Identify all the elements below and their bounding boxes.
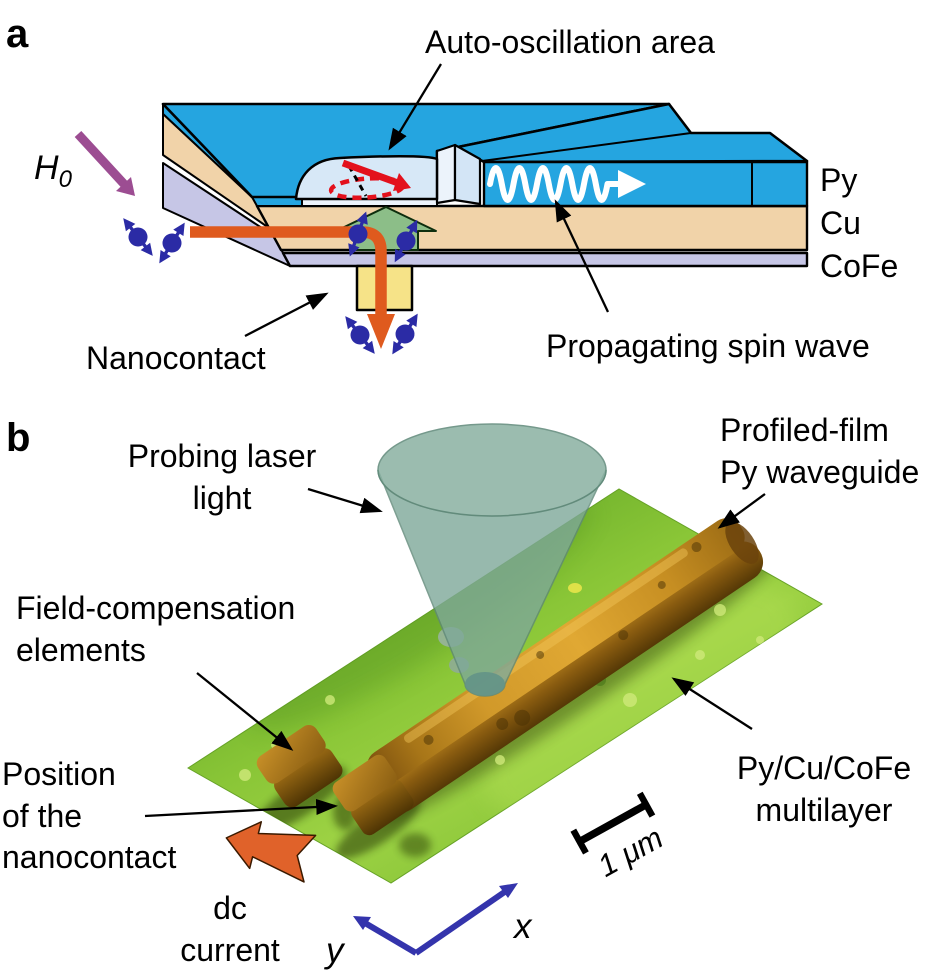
spin-icon	[394, 219, 418, 263]
spin-icon	[345, 316, 375, 354]
laser-cone	[377, 423, 607, 697]
spin-icon	[159, 222, 185, 264]
field-compensation-label: Field-compensation elements	[16, 590, 296, 668]
axis-y-label: y	[326, 931, 344, 970]
magnetization-arrow-icon	[341, 159, 400, 187]
leader-arrow-multilayer	[671, 677, 753, 730]
leader-arrow-nanocontact-position	[144, 798, 338, 818]
magnetization-arrowhead	[393, 173, 411, 191]
step-left-face	[435, 143, 457, 205]
spin-icon	[123, 218, 153, 256]
dc-current-arrow-icon	[225, 821, 317, 883]
field-subscript: 0	[58, 165, 72, 193]
leader-arrow-probing-laser	[307, 487, 383, 514]
leader-arrow-compensation	[196, 672, 294, 751]
leader-arrow-waveguide	[717, 493, 766, 529]
leader-arrow-auto-oscillation	[388, 63, 442, 151]
cofe-front-band	[281, 251, 809, 268]
leader-arrow-nanocontact	[244, 292, 329, 338]
spin-wave-icon	[487, 165, 623, 203]
scale-bar: 1 μm	[570, 791, 669, 884]
profiled-waveguide-label: Profiled-film Py waveguide	[720, 412, 920, 490]
leader-arrow-spin-wave	[554, 199, 610, 313]
panel-b-letter: b	[6, 416, 31, 460]
surface-defect	[568, 583, 582, 593]
compensation-block	[256, 724, 343, 808]
field-label: H0	[34, 146, 72, 195]
field-arrowhead	[116, 177, 135, 196]
spin-wave-label: Propagating spin wave	[546, 328, 870, 364]
dc-current-label: dc current	[180, 890, 280, 968]
waveguide-fold-line	[481, 132, 692, 162]
probing-laser-label: Probing laser light	[127, 438, 317, 516]
thin-py-front-strip	[251, 196, 303, 207]
current-arrowhead	[367, 314, 395, 349]
spin-icon	[392, 313, 418, 355]
step-right-face	[453, 143, 482, 206]
axis-x-label: x	[514, 907, 532, 946]
field-symbol: H	[34, 149, 59, 187]
field-arrow-icon	[74, 130, 128, 188]
panel-a-letter: a	[6, 12, 29, 56]
layer-label-cu: Cu	[820, 205, 861, 241]
device-schematic	[74, 63, 809, 355]
oscillation-dome	[294, 155, 439, 201]
compensation-block	[332, 754, 414, 836]
spin-icon	[348, 211, 368, 257]
layer-label-py: Py	[820, 162, 858, 198]
nanocontact-position-label: Position of the nanocontact	[2, 756, 177, 876]
precession-axis-dashed	[347, 165, 368, 197]
auto-oscillation-label: Auto-oscillation area	[425, 24, 715, 60]
multilayer-label: Py/Cu/CoFe multilayer	[736, 750, 912, 828]
nanocontact-label: Nanocontact	[86, 340, 266, 376]
spin-wave-arrowhead	[618, 170, 646, 198]
layer-label-cofe: CoFe	[820, 248, 899, 284]
axes-icon	[353, 883, 518, 956]
